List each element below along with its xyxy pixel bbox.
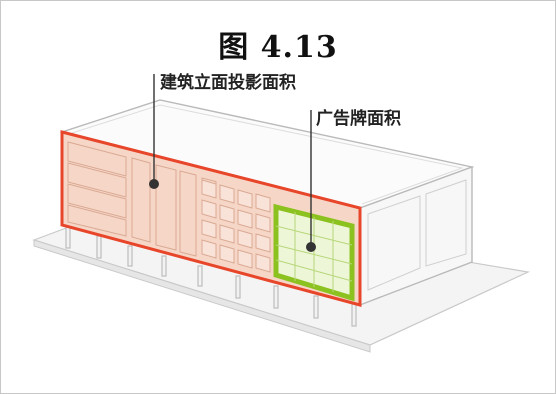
pillars xyxy=(65,225,357,327)
ground-slab-edge xyxy=(33,239,371,353)
billboard-pointer-dot xyxy=(306,242,316,252)
billboard-grid xyxy=(275,212,353,292)
billboard-label: 广告牌面积 xyxy=(316,109,401,129)
figure-title: 图 4.13 xyxy=(218,30,338,65)
facade-panels xyxy=(67,141,217,257)
facade-windows xyxy=(201,179,271,273)
facade-projection-label: 建筑立面投影面积 xyxy=(160,73,296,93)
facade-pointer-dot xyxy=(149,179,159,189)
